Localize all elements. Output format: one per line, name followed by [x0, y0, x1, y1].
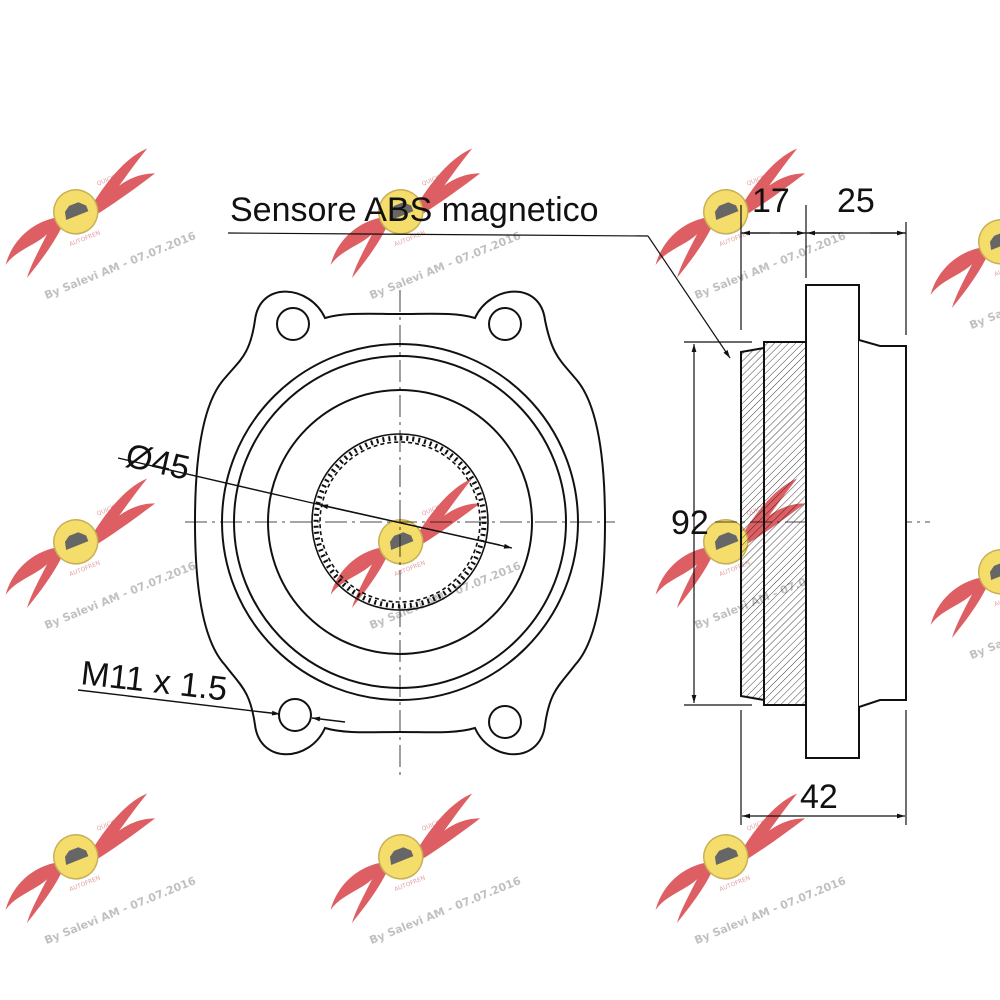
watermark-car-icon	[64, 532, 89, 551]
watermark-car-icon	[989, 562, 1000, 581]
watermark-wing-left	[330, 547, 386, 608]
thread-dimension	[77, 689, 346, 723]
watermark-car-icon	[714, 847, 739, 866]
thread-arrow-right	[311, 716, 346, 723]
watermark-text: By Salevi AM - 07.07.2016	[43, 874, 198, 947]
inner-race	[267, 389, 533, 655]
bolt-hole-top-left	[276, 307, 310, 341]
watermark-car-icon	[389, 847, 414, 866]
watermark-wing-right	[418, 148, 481, 214]
outer-ring	[221, 343, 579, 701]
watermark-car-icon	[989, 232, 1000, 251]
watermark-wing-left	[655, 217, 711, 278]
watermark-car-icon	[389, 202, 414, 221]
width-17-label: 17	[752, 182, 790, 220]
watermark-wing-left	[330, 217, 386, 278]
sensor-label: Sensore ABS magnetico	[230, 191, 599, 229]
bore-dimension-arrow	[319, 504, 501, 546]
total-width-dimension	[740, 710, 907, 825]
watermark-text: By Salevi AM - 07.07.2016	[43, 559, 198, 632]
watermark-wing-left	[5, 862, 61, 923]
watermark-wing-left	[930, 577, 986, 638]
watermark-wing-right	[743, 148, 806, 214]
watermark-car-icon	[714, 202, 739, 221]
bore-dimension	[117, 457, 513, 549]
watermark-wing-left	[655, 862, 711, 923]
abs-sensor-ring-section	[740, 346, 765, 702]
sensor-arrow	[647, 235, 731, 359]
watermark-wing-left	[930, 247, 986, 308]
bore-leader-line	[117, 457, 309, 503]
abs-encoder-inner	[319, 441, 481, 603]
watermark-wing-right	[93, 478, 156, 544]
bearing-section	[763, 341, 807, 706]
bolt-hole-bottom-right	[488, 705, 522, 739]
watermark-wing-left	[5, 217, 61, 278]
watermark-text: By Salevi AM - 07.07.2016	[368, 229, 523, 302]
watermark-wing-right	[418, 478, 481, 544]
abs-encoder-teeth	[313, 435, 487, 609]
sensor-underline	[227, 232, 649, 237]
watermark-wing-right	[93, 148, 156, 214]
watermark-text: By Salevi AM - 07.07.2016	[43, 229, 198, 302]
thread-leader-line	[77, 689, 263, 713]
width-dimensions-top	[740, 205, 907, 335]
watermark-text: By Salevi AM - 07.07.2016	[693, 874, 848, 947]
watermark-text: By Salevi AM - 07.07.2016	[368, 874, 523, 947]
height-label: 92	[671, 504, 709, 542]
thread-arrow-left	[261, 710, 281, 716]
bore-label: Ø45	[122, 437, 193, 488]
watermark-wing-right	[418, 793, 481, 859]
seal-ring	[233, 355, 567, 689]
bolt-hole-bottom-left	[278, 698, 312, 732]
side-hub	[858, 339, 907, 708]
watermark-car-icon	[64, 847, 89, 866]
watermark-badge	[977, 549, 1000, 595]
watermark-car-icon	[714, 532, 739, 551]
watermark-wing-right	[743, 793, 806, 859]
watermark-wing-left	[330, 862, 386, 923]
front-view	[185, 290, 615, 775]
watermark-badge	[977, 219, 1000, 265]
side-view	[715, 284, 930, 759]
sensor-leader	[227, 232, 731, 359]
watermark-car-icon	[389, 532, 414, 551]
height-dimension	[684, 341, 752, 706]
side-flange	[805, 284, 860, 759]
flange-outline	[193, 290, 607, 756]
watermark-wing-left	[655, 547, 711, 608]
bolt-hole-top-right	[488, 307, 522, 341]
width-25-label: 25	[837, 182, 875, 220]
total-width-label: 42	[800, 778, 838, 816]
abs-encoder-outer	[311, 433, 489, 611]
watermark-car-icon	[64, 202, 89, 221]
watermark-wing-right	[93, 793, 156, 859]
thread-label: M11 x 1.5	[79, 654, 229, 708]
watermark-wing-left	[5, 547, 61, 608]
